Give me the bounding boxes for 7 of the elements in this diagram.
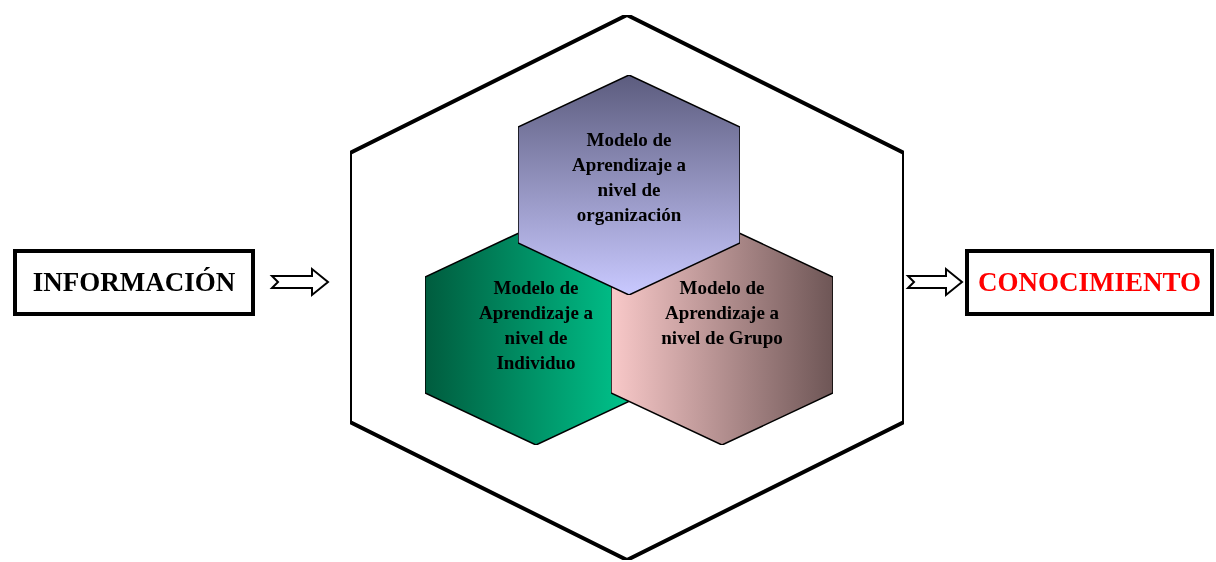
- text-box: CONOCIMIENTO: [965, 249, 1214, 316]
- hexagon-label: Modelo de Aprendizaje a nivel de Grupo: [660, 276, 784, 350]
- text-box: INFORMACIÓN: [13, 249, 255, 316]
- hexagon-label: Modelo de Aprendizaje a nivel de organización: [570, 128, 688, 227]
- hexagon-label: Modelo de Aprendizaje a nivel de Individuo: [477, 276, 595, 375]
- block-arrow: [269, 266, 330, 298]
- block-arrow: [905, 266, 964, 298]
